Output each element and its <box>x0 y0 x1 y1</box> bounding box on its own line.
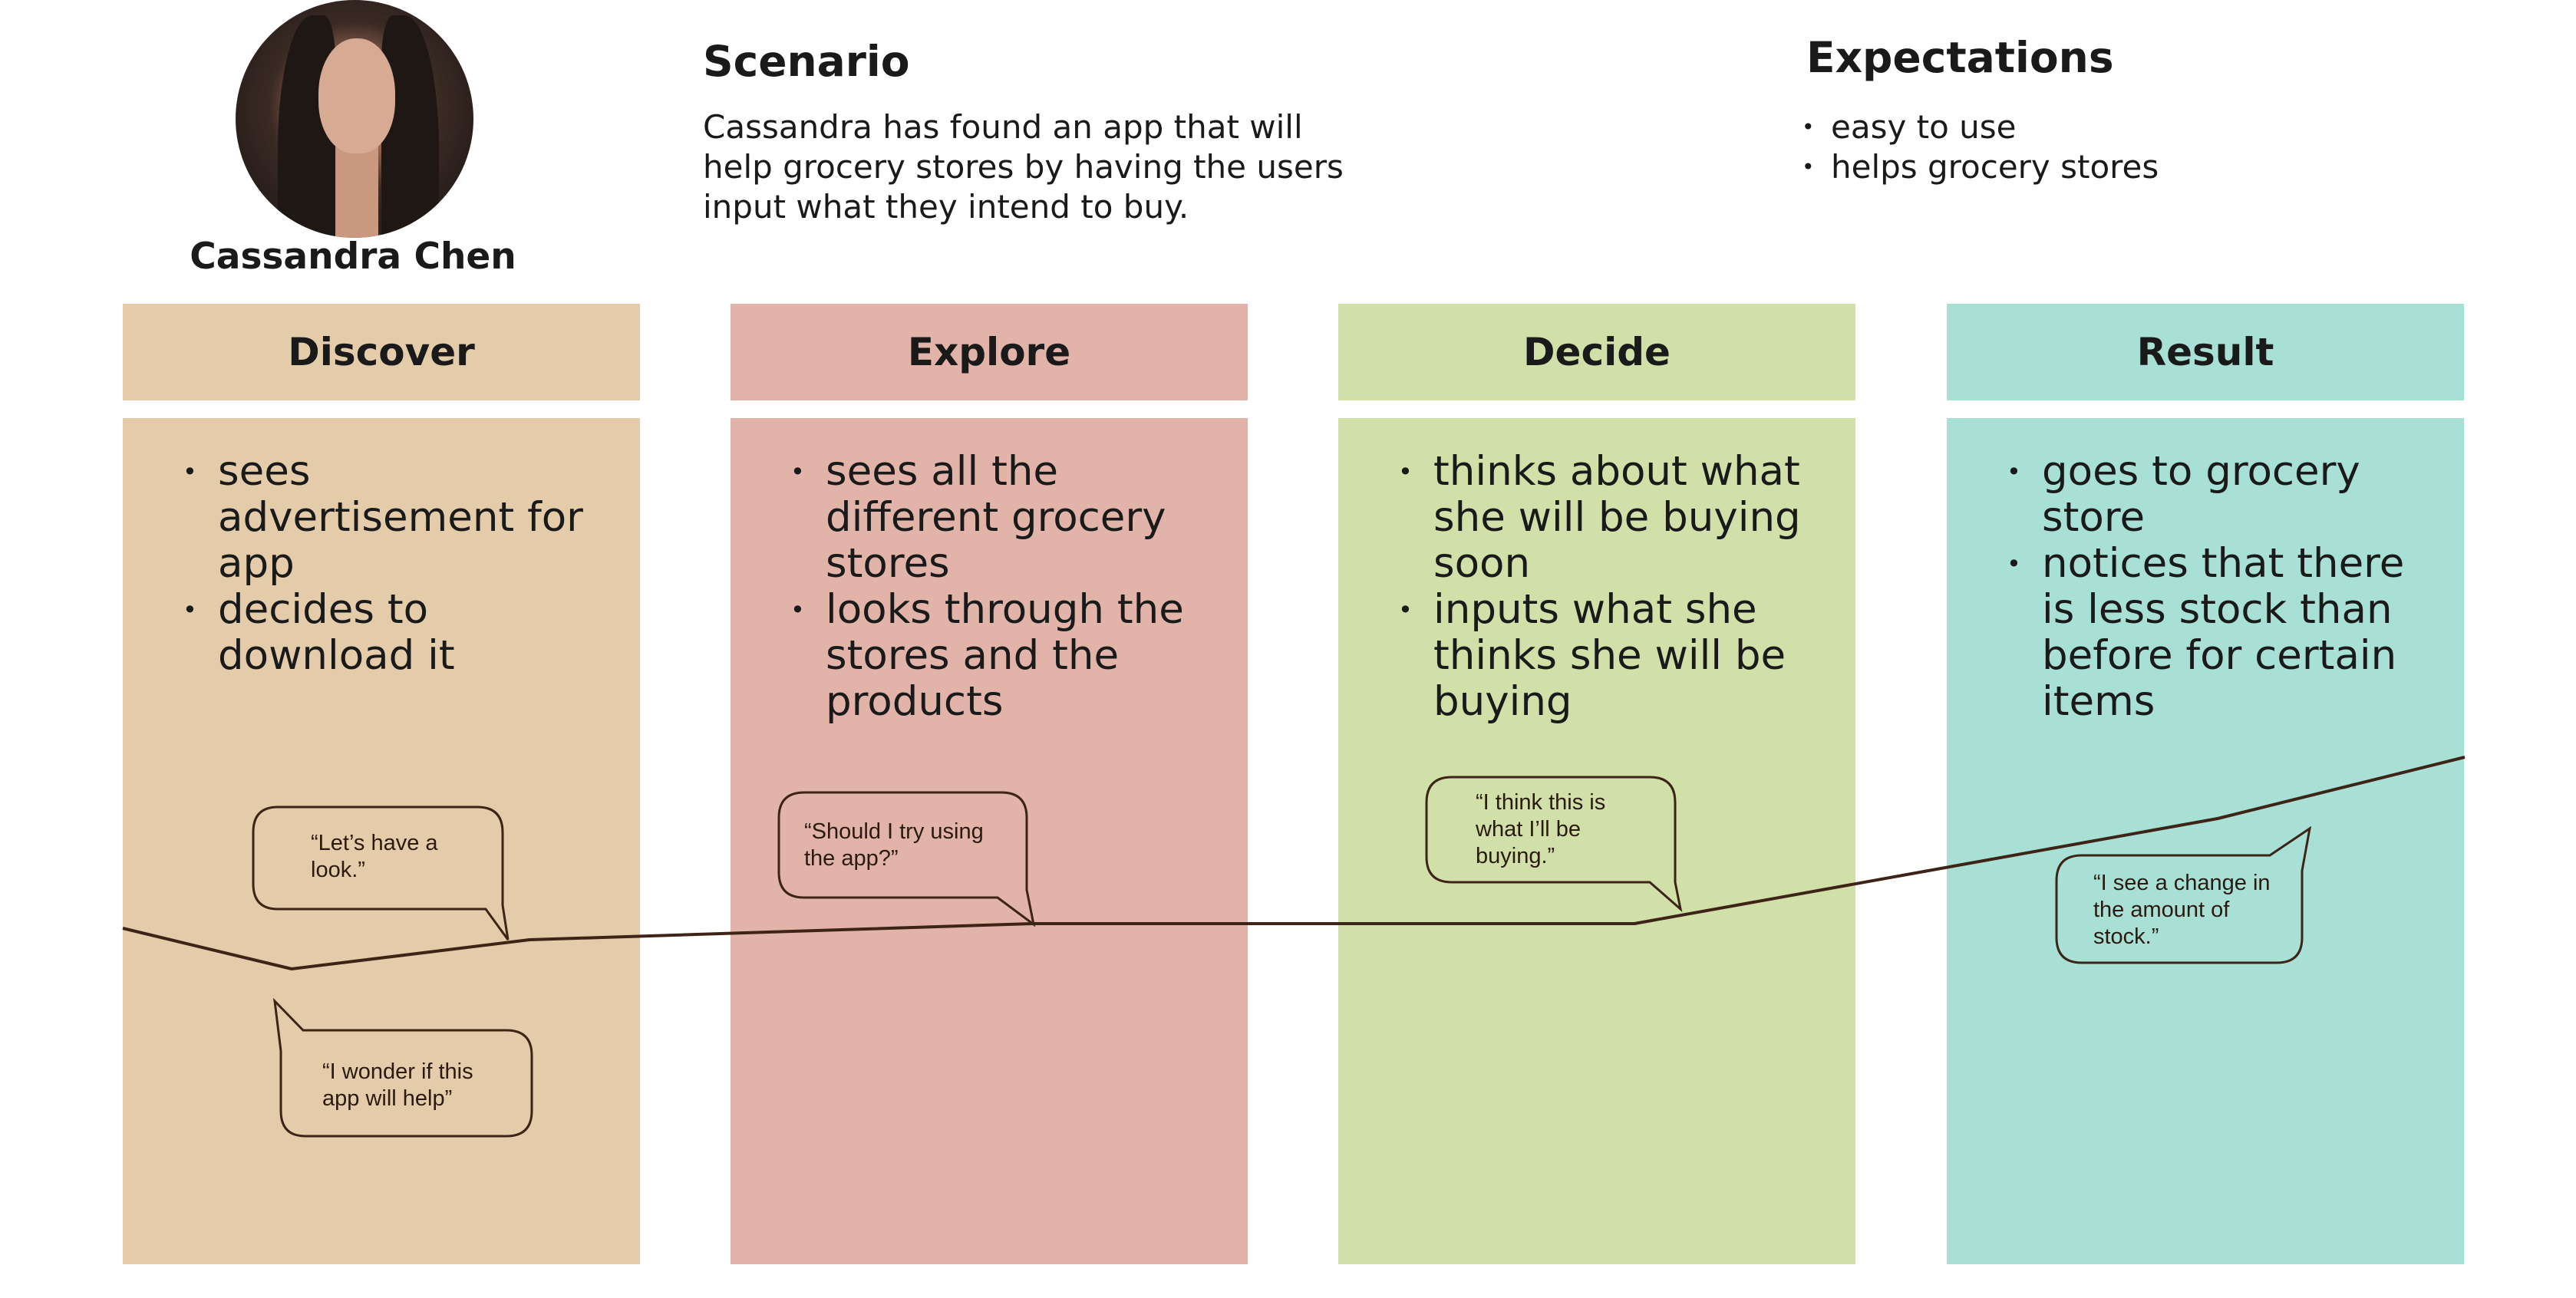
stage-item: sees advertisement for app <box>183 449 612 587</box>
expectations-list: easy to use helps grocery stores <box>1802 107 2159 187</box>
stage-body-discover: sees advertisement for app decides to do… <box>123 418 640 1264</box>
stage-item: inputs what she thinks she will be buyin… <box>1398 587 1828 725</box>
persona-avatar <box>236 0 473 238</box>
persona-name: Cassandra Chen <box>190 236 516 278</box>
avatar-neck <box>335 142 378 238</box>
quote-what-ill-be-buying: “I think this is what I’ll be buying.” <box>1476 790 1606 868</box>
stage-item: thinks about what she will be buying soo… <box>1398 449 1828 587</box>
stage-item: sees all the different grocery stores <box>790 449 1220 587</box>
stage-body-result: goes to grocery store notices that there… <box>1947 418 2464 1264</box>
speech-bubble-3 <box>777 791 1036 927</box>
quote-should-i-try: “Should I try using the app?” <box>804 819 984 871</box>
quote-wonder-if-app-helps: “I wonder if this app will help” <box>322 1059 473 1111</box>
stage-item: decides to download it <box>183 587 612 679</box>
speech-bubble-4 <box>1425 776 1683 913</box>
stage-list-discover: sees advertisement for app decides to do… <box>183 449 612 679</box>
stage-item: goes to grocery store <box>2007 449 2436 541</box>
stage-item: notices that there is less stock than be… <box>2007 541 2436 725</box>
stage-header-result: Result <box>1947 304 2464 400</box>
avatar-face <box>318 38 395 153</box>
stage-header-explore: Explore <box>731 304 1248 400</box>
speech-bubble-2 <box>272 997 533 1138</box>
quote-change-in-stock: “I see a change in the amount of stock.” <box>2093 871 2271 949</box>
expectation-item: helps grocery stores <box>1802 147 2159 187</box>
stage-list-decide: thinks about what she will be buying soo… <box>1398 449 1828 725</box>
quote-lets-have-a-look: “Let’s have a look.” <box>311 831 438 882</box>
stage-header-discover: Discover <box>123 304 640 400</box>
stage-header-decide: Decide <box>1338 304 1855 400</box>
stage-body-explore: sees all the different grocery stores lo… <box>731 418 1248 1264</box>
expectation-item: easy to use <box>1802 107 2159 147</box>
stage-list-result: goes to grocery store notices that there… <box>2007 449 2436 725</box>
stage-list-explore: sees all the different grocery stores lo… <box>790 449 1220 725</box>
stage-item: looks through the stores and the product… <box>790 587 1220 725</box>
expectations-title: Expectations <box>1806 33 2114 82</box>
stage-body-decide: thinks about what she will be buying soo… <box>1338 418 1855 1264</box>
speech-bubble-1 <box>252 805 510 941</box>
scenario-title: Scenario <box>703 37 910 86</box>
scenario-text: Cassandra has found an app that will hel… <box>703 108 1344 226</box>
speech-bubble-5 <box>2055 825 2312 964</box>
